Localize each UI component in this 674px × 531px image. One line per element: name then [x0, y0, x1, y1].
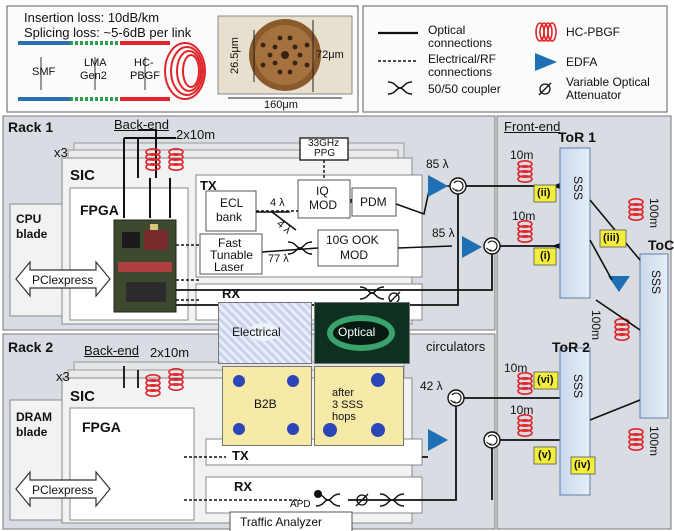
rack2-backend-label: Back-end — [84, 344, 139, 357]
rack2-pcie-label: PClexpress — [32, 484, 93, 496]
rack2-x3: x3 — [56, 370, 70, 383]
cpu-label-1: CPU — [16, 213, 41, 225]
rack2-rx-label: RX — [234, 480, 252, 493]
legend-voa-2: Attenuator — [566, 89, 621, 101]
len-10m-d: 10m — [510, 404, 533, 416]
tor2-sss-label: SSS — [572, 374, 584, 398]
ppg-label-2: PPG — [314, 149, 335, 159]
legend-optical-2: connections — [428, 37, 492, 49]
apd-label: APD — [290, 500, 311, 510]
legend-edfa: EDFA — [566, 56, 597, 68]
lma-label-2: Gen2 — [80, 71, 107, 82]
len-10m-b: 10m — [512, 210, 535, 222]
ook-label-1: 10G OOK — [326, 234, 379, 246]
dim-bottom-label: 160μm — [264, 100, 298, 111]
len-100m-a: 100m — [648, 198, 660, 228]
insertion-loss-text: Insertion loss: 10dB/km — [24, 11, 159, 24]
lambda-42: 42 λ — [420, 380, 443, 392]
rack1-backend-label: Back-end — [114, 118, 169, 131]
lambda-85-b: 85 λ — [432, 227, 455, 239]
fast-label-3: Laser — [214, 261, 244, 273]
tag-ii: (ii) — [537, 188, 550, 199]
lambda-85-a: 85 λ — [426, 158, 449, 170]
len-100m-c: 100m — [648, 426, 660, 456]
tor1-sss — [560, 148, 590, 298]
cpu-label-2: blade — [16, 228, 47, 240]
tor1-label: ToR 1 — [558, 130, 596, 144]
lambda-4-a: 4 λ — [270, 198, 285, 209]
tag-i: (i) — [540, 251, 550, 262]
len-100m-b: 100m — [590, 310, 602, 340]
legend-hc-pbgf: HC-PBGF — [566, 26, 620, 38]
rack1-fiber-length: 2x10m — [176, 128, 215, 141]
optical-eye-label: Optical — [338, 326, 375, 338]
tor1-sss-label: SSS — [572, 176, 584, 200]
lma-label-1: LMA — [84, 58, 107, 69]
rack2-tx-label: TX — [232, 449, 249, 462]
electrical-eye-label: Electrical — [232, 326, 281, 338]
ecl-label-2: bank — [216, 211, 242, 223]
rack1-rx-label: RX — [222, 287, 240, 300]
rack1-x3: x3 — [54, 146, 68, 159]
rack1-pcie-label: PClexpress — [32, 274, 93, 286]
legend-electrical-2: connections — [428, 66, 492, 78]
rack1-tx-label: TX — [200, 179, 217, 192]
dim-right-label: 72μm — [316, 50, 344, 61]
rack1-title: Rack 1 — [8, 120, 53, 134]
len-10m-c: 10m — [504, 362, 527, 374]
rack1-fpga-label: FPGA — [80, 203, 119, 217]
ook-label-2: MOD — [340, 249, 368, 261]
legend-voa-1: Variable Optical — [566, 76, 650, 88]
fpga-board-photo — [114, 220, 176, 312]
rack2-sic-label: SIC — [70, 389, 95, 404]
toc-label: ToC — [648, 238, 674, 252]
lambda-77: 77 λ — [268, 254, 289, 265]
tag-vi: (vi) — [537, 375, 554, 386]
len-10m-a: 10m — [510, 149, 533, 161]
circulators-label: circulators — [426, 340, 485, 353]
frontend-title: Front-end — [504, 120, 560, 133]
dram-label-2: blade — [16, 426, 47, 438]
rack1-sic-label: SIC — [70, 168, 95, 183]
legend-electrical-1: Electrical/RF — [428, 53, 496, 65]
iq-label-2: MOD — [309, 199, 337, 211]
tag-v: (v) — [538, 450, 551, 461]
toc-sss-label: SSS — [650, 270, 662, 294]
splicing-loss-text: Splicing loss: ~5-6dB per link — [24, 26, 191, 39]
traffic-analyzer-label: Traffic Analyzer — [240, 516, 322, 528]
dim-vertical-label: 26.5μm — [230, 37, 241, 74]
tag-iv: (iv) — [574, 460, 591, 471]
hc-label-2: PBGF — [130, 71, 160, 82]
b2b-label: B2B — [254, 398, 277, 410]
after-label-1: after — [332, 388, 354, 399]
hc-label-1: HC- — [134, 58, 154, 69]
legend-optical-1: Optical — [428, 24, 465, 36]
legend-panel — [363, 6, 667, 112]
legend-coupler: 50/50 coupler — [428, 83, 501, 95]
iq-label-1: IQ — [316, 185, 329, 197]
after-label-3: hops — [332, 412, 356, 423]
tor2-label: ToR 2 — [552, 340, 590, 354]
pdm-label: PDM — [360, 196, 387, 208]
smf-label: SMF — [32, 67, 55, 78]
dram-label-1: DRAM — [16, 411, 52, 423]
tag-iii: (iii) — [603, 233, 620, 244]
rack2-title: Rack 2 — [8, 340, 53, 354]
ecl-label-1: ECL — [220, 197, 243, 209]
rack2-fpga-label: FPGA — [82, 420, 121, 434]
after-label-2: 3 SSS — [332, 400, 363, 411]
rack2-fiber-length: 2x10m — [150, 346, 189, 359]
